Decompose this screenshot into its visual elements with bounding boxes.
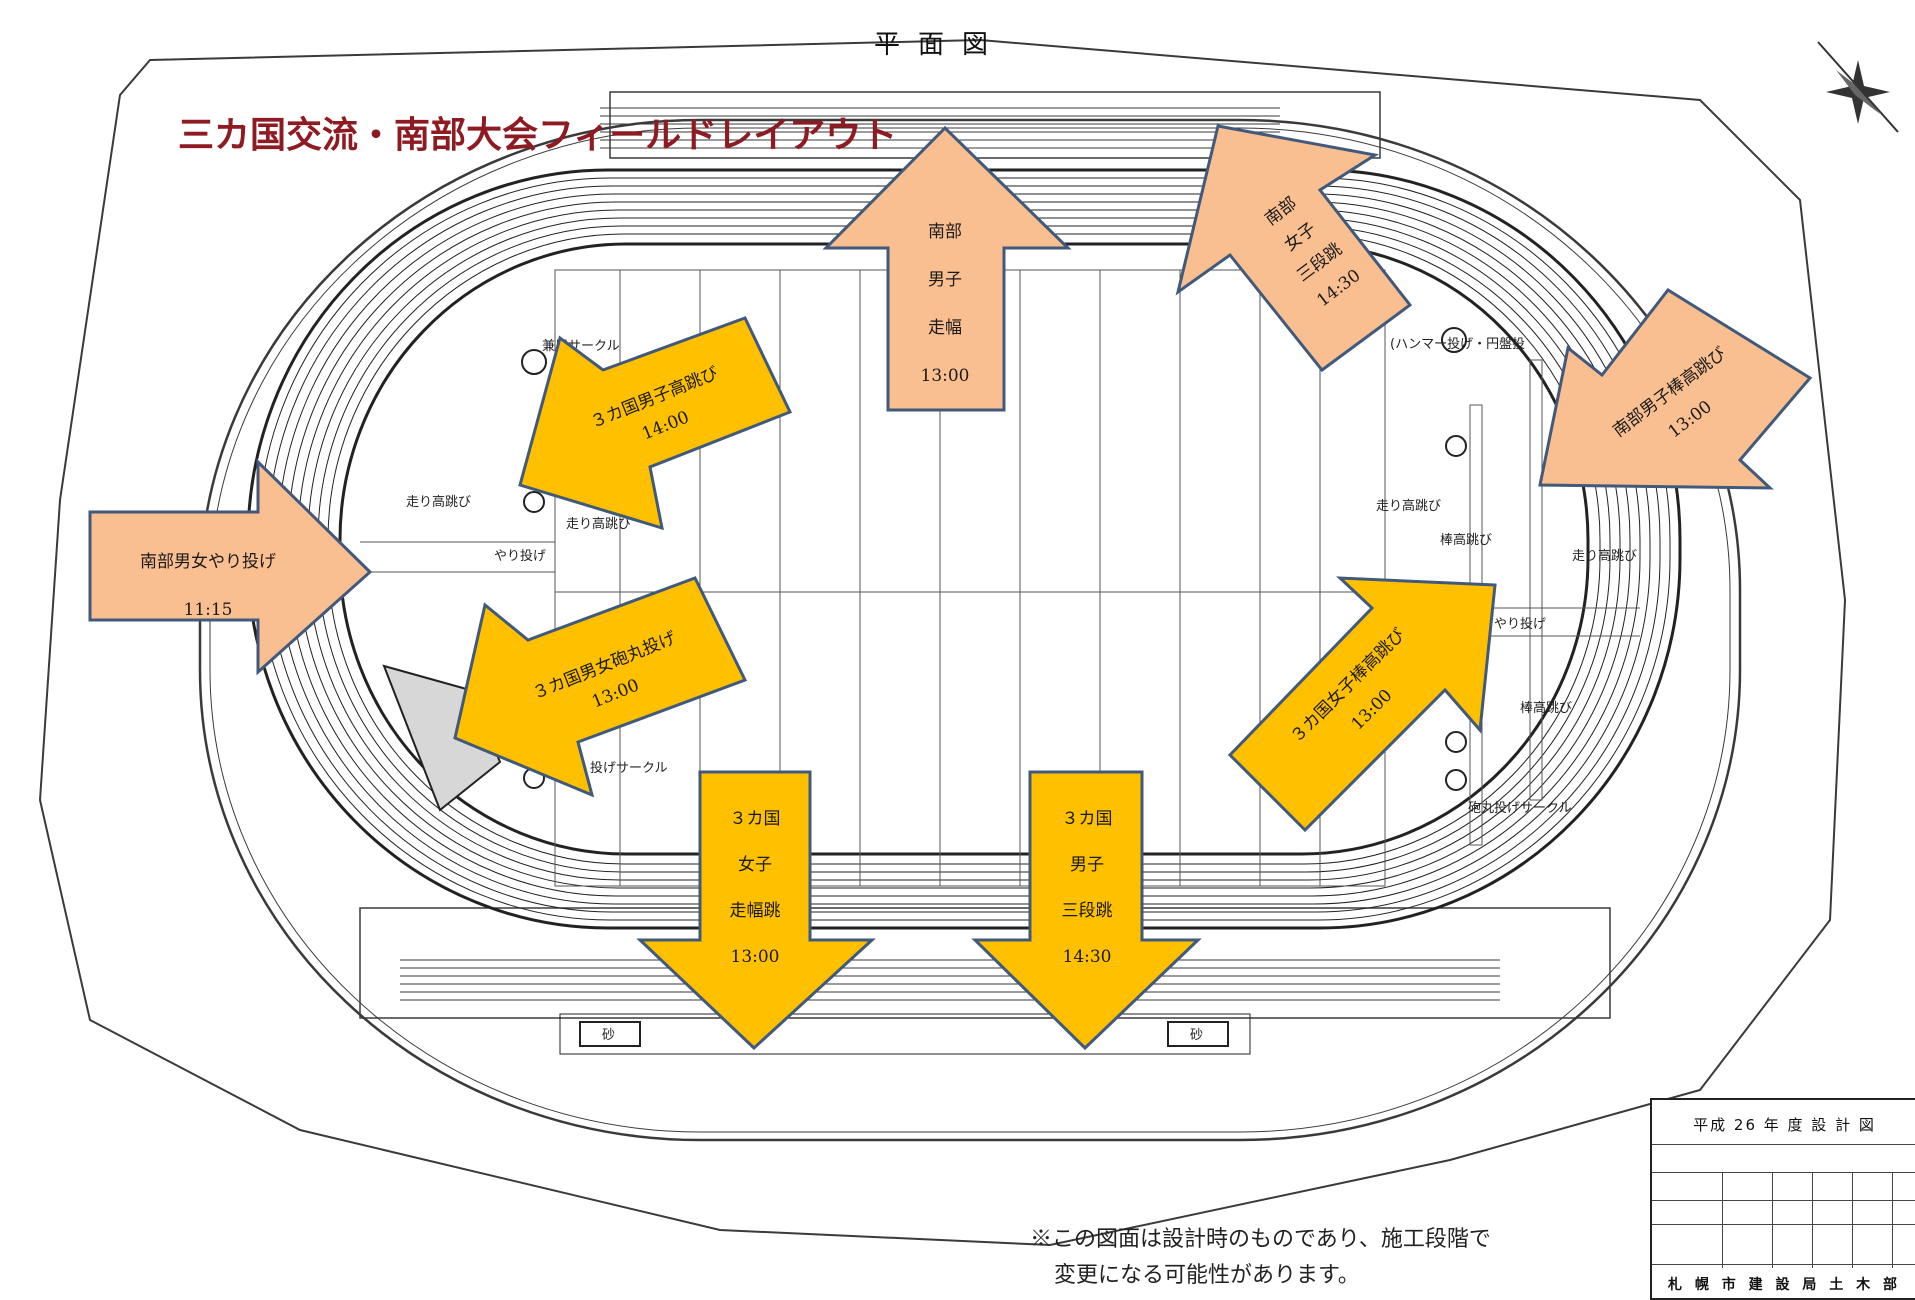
design-note: ※この図面は設計時のものであり、施工段階で 変更になる可能性があります。 — [1030, 1227, 1491, 1288]
label-shot-circle-left: 投げサークル — [590, 760, 668, 776]
arrow-nanbu-pole-vault-men — [1538, 288, 1813, 490]
hammer-circle-right — [1441, 327, 1467, 353]
shot-circle-right-3 — [1445, 769, 1467, 791]
label-hammer-circle: (ハンマー投げ・円盤投 — [1390, 336, 1525, 352]
hammer-circle-left — [521, 349, 547, 375]
arrow-nanbu-javelin — [88, 458, 373, 676]
shot-circle-right-1 — [1445, 435, 1467, 457]
drawing-labels: 兼用サークル 走り高跳び 走り高跳び やり投げ 投げサークル (ハンマー投げ・円… — [406, 336, 1637, 1043]
label-javelin-right: やり投げ — [1494, 616, 1546, 632]
long-jump-runway — [559, 1013, 1251, 1055]
label-high-jump-4: 走り高跳び — [1572, 548, 1637, 564]
sand-pit-right — [1167, 1021, 1229, 1047]
compass-rose-icon — [1817, 41, 1899, 133]
arrow-sankakoku-pole-vault-women — [1227, 576, 1497, 833]
arrow-nanbu-triple-jump-women — [1175, 124, 1413, 373]
layout-title: 三カ国交流・南部大会フィールドレイアウト — [178, 115, 898, 156]
label-shot-circle-right: 砲丸投げサークル — [1468, 800, 1572, 816]
event-arrows — [88, 124, 1813, 1051]
label-sand-left: 砂 — [602, 1028, 615, 1043]
arrow-sankakoku-high-jump-men — [518, 316, 793, 531]
arrow-sankakoku-triple-jump-men — [971, 770, 1202, 1051]
title-block-issuer: 札 幌 市 建 設 局 土 木 部 — [1668, 1277, 1901, 1293]
arrow-nanbu-long-jump-men — [822, 125, 1072, 412]
shot-circle-left-1 — [523, 491, 545, 513]
label-javelin: やり投げ — [494, 548, 546, 564]
arrow-sankakoku-shot-put — [453, 576, 748, 798]
shot-circle-right-2 — [1445, 731, 1467, 753]
arrow-sankakoku-long-jump-women — [636, 770, 876, 1051]
sand-pit-left — [579, 1021, 641, 1047]
label-high-jump-1: 走り高跳び — [406, 494, 471, 510]
stadium-outline — [38, 38, 1847, 1247]
title-block-year: 平成 26 年 度 設 計 図 — [1693, 1116, 1876, 1134]
label-high-jump-2: 走り高跳び — [566, 516, 631, 532]
label-pole-vault-2: 棒高跳び — [1520, 700, 1572, 716]
label-pole-vault: 棒高跳び — [1440, 532, 1492, 548]
drawing-title-block: 平成 26 年 度 設 計 図 札 幌 市 建 設 局 土 木 部 — [1650, 1098, 1915, 1300]
label-sand-right: 砂 — [1190, 1028, 1203, 1043]
label-high-jump-3: 走り高跳び — [1376, 498, 1441, 514]
plan-title: 平面図 — [874, 30, 1007, 60]
